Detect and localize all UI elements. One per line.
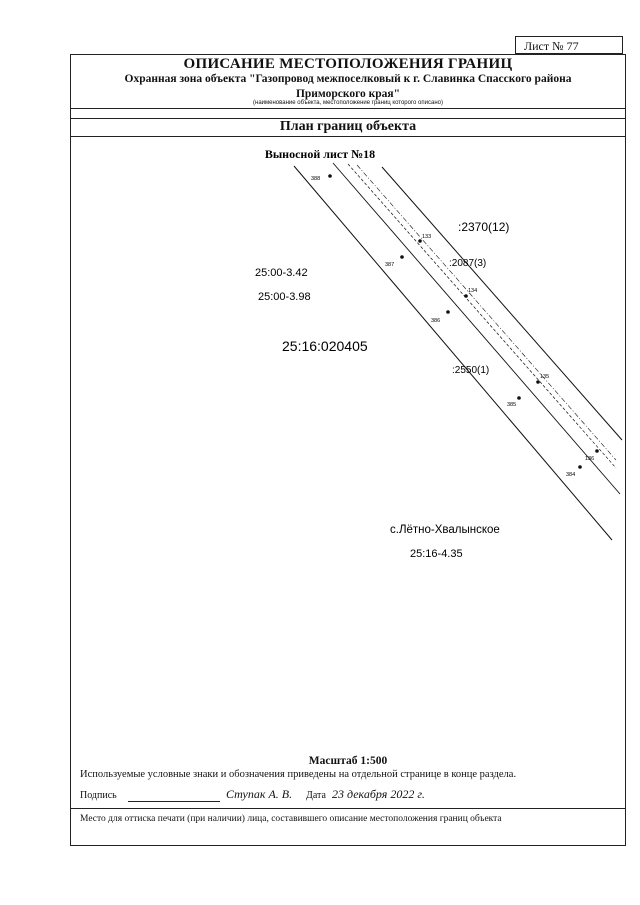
boundary-line-inner-left <box>332 162 621 495</box>
document-date: 23 декабря 2022 г. <box>332 787 425 801</box>
stamp-note: Место для оттиска печати (при наличии) л… <box>80 814 502 824</box>
point-384: 384 <box>566 465 582 478</box>
point-135: 135 <box>536 374 549 384</box>
document-title: ОПИСАНИЕ МЕСТОПОЛОЖЕНИЯ ГРАНИЦ <box>183 56 513 72</box>
point-136: 136 <box>585 449 599 462</box>
legend-note: Используемые условные знаки и обозначени… <box>80 769 517 780</box>
parcel-label-2087: :2087(3) <box>449 258 486 269</box>
point-385: 385 <box>507 396 521 408</box>
divider <box>70 108 626 109</box>
signature-line <box>128 801 220 802</box>
scale-label: Масштаб 1:500 <box>308 755 388 767</box>
svg-text:135: 135 <box>540 374 549 380</box>
cadastral-quarter-label: 25:16:020405 <box>282 338 368 354</box>
point-388: 388 <box>311 174 332 182</box>
page-frame <box>70 54 626 846</box>
village-label: с.Лётно-Хвалынское <box>390 524 500 536</box>
sheet-number: Лист № 77 <box>515 36 623 54</box>
point-387: 387 <box>385 255 404 268</box>
svg-text:387: 387 <box>385 262 394 268</box>
divider <box>70 808 626 809</box>
quarter-label-435: 25:16-4.35 <box>410 548 463 560</box>
point-386: 386 <box>431 310 450 324</box>
svg-text:136: 136 <box>585 456 594 462</box>
quarter-label-342: 25:00-3.42 <box>255 267 308 279</box>
parcel-label-2550: :2550(1) <box>452 365 489 376</box>
svg-text:385: 385 <box>507 402 516 408</box>
svg-text:384: 384 <box>566 472 575 478</box>
boundary-line-outer-left <box>293 165 613 541</box>
boundary-line-outer-right <box>381 166 623 441</box>
svg-text:134: 134 <box>468 288 477 294</box>
svg-text:388: 388 <box>311 176 320 182</box>
boundary-line-dashed-a <box>347 163 617 469</box>
signer-name: Ступак А. В. <box>226 787 293 801</box>
signature-label: Подпись <box>80 790 117 801</box>
point-133: 133 <box>418 234 431 243</box>
sheet-label: Выносной лист №18 <box>265 147 375 161</box>
divider <box>70 136 626 137</box>
svg-text:386: 386 <box>431 318 440 324</box>
quarter-label-398: 25:00-3.98 <box>258 291 311 303</box>
parcel-label-2370: :2370(12) <box>458 220 509 234</box>
point-134: 134 <box>464 288 477 298</box>
svg-text:133: 133 <box>422 234 431 240</box>
date-label: Дата <box>306 790 326 801</box>
object-name: Охранная зона объекта "Газопровод межпос… <box>124 73 572 100</box>
object-name-caption: (наименование объекта, местоположение гр… <box>253 100 443 106</box>
boundary-line-dashed-b <box>356 164 617 461</box>
plan-title: План границ объекта <box>279 119 417 134</box>
divider <box>70 118 626 119</box>
